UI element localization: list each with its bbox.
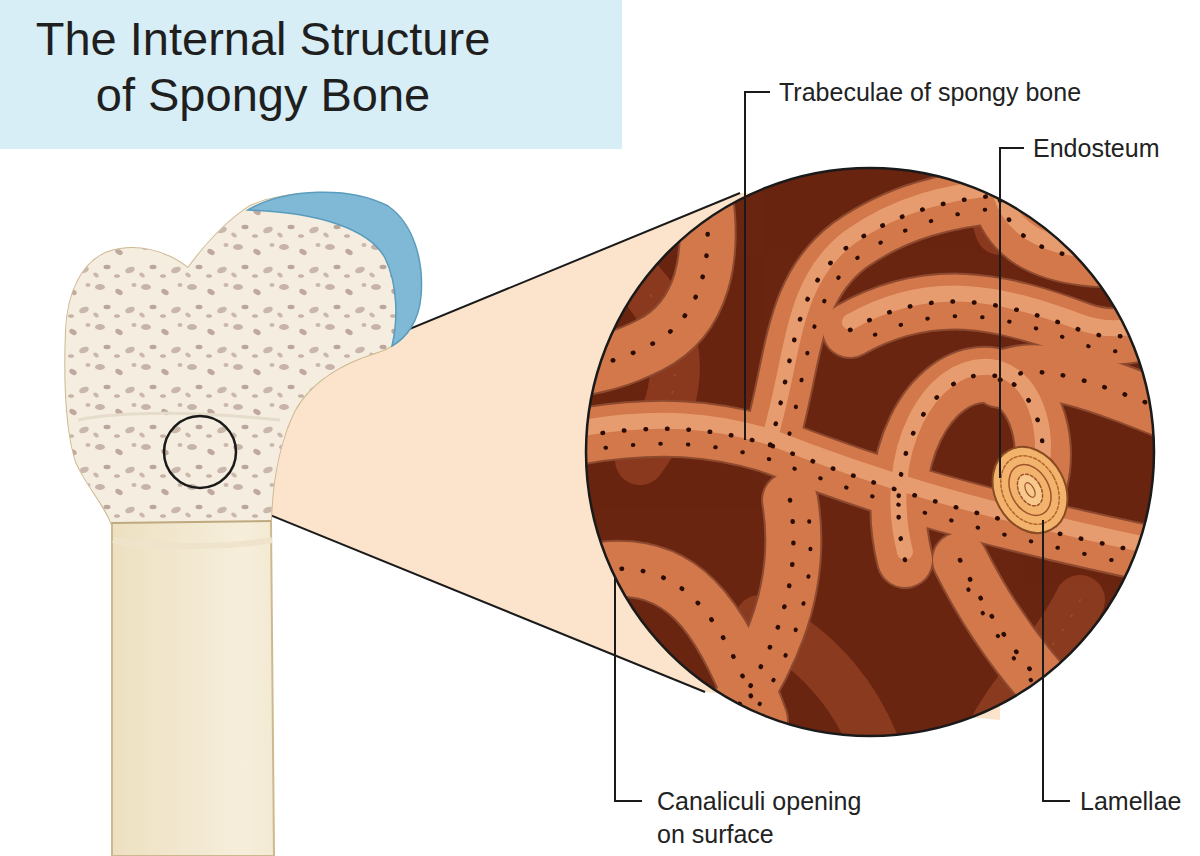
magnified-view xyxy=(560,140,1190,765)
leader-line xyxy=(1043,520,1070,801)
femur-illustration xyxy=(65,192,421,856)
diagram-title: The Internal Structure of Spongy Bone xyxy=(18,11,508,123)
part-label: Trabeculae of spongy bone xyxy=(779,76,1081,109)
title-panel xyxy=(0,0,622,149)
leader-lines xyxy=(615,92,1070,801)
part-label: Lamellae xyxy=(1080,785,1181,818)
part-label: Endosteum xyxy=(1033,132,1159,165)
leader-line xyxy=(745,92,770,440)
magnifier-circle xyxy=(164,416,236,488)
leader-line xyxy=(1000,148,1024,478)
leader-line xyxy=(615,578,642,801)
part-label: Canaliculi opening on surface xyxy=(657,785,887,851)
